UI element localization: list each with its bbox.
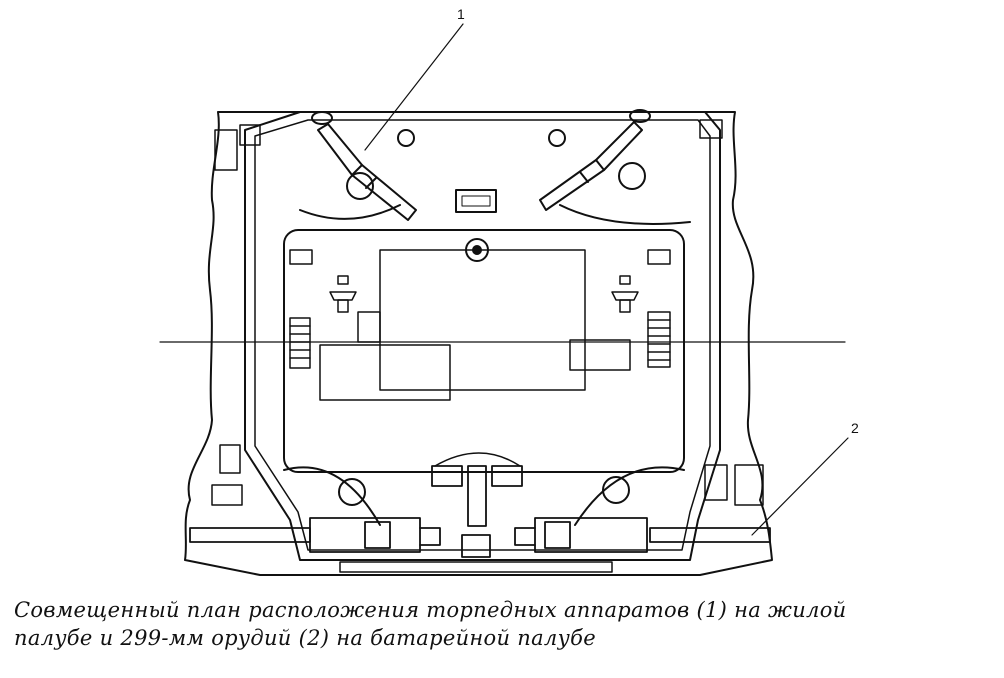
label-gun: 2 [851,420,859,436]
gun-right [514,517,771,553]
central-compartment [283,229,685,473]
leader-line-1 [364,23,464,151]
vent-grille-left [289,317,311,369]
hull-outline [184,111,773,576]
figure-caption: Совмещенный план расположения торпедных … [14,596,994,652]
deck-plan-diagram [159,23,849,576]
caption-line-2: палубе и 299-мм орудий (2) на батарейной… [14,626,596,650]
label-torpedo-tube: 1 [457,6,465,22]
torpedo-tube-right [539,109,651,211]
capstan-right [611,275,639,313]
citadel-inner [254,119,711,551]
gun-left [189,517,441,553]
vent-grille-right [647,311,671,368]
citadel-outer [244,111,721,561]
leader-line-2 [751,437,849,536]
capstan-left [329,275,357,313]
torpedo-tube-left [311,111,417,221]
caption-line-1: Совмещенный план расположения торпедных … [14,598,847,622]
